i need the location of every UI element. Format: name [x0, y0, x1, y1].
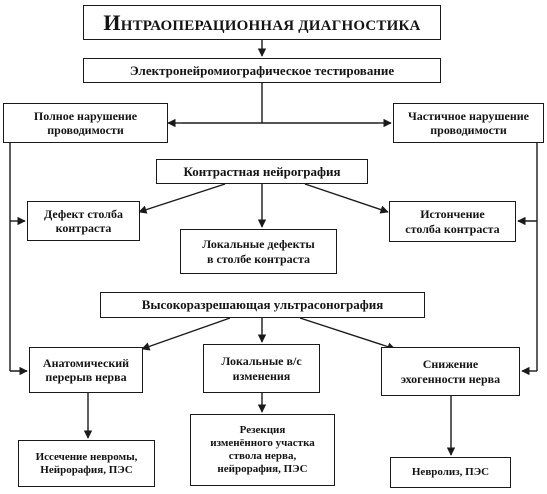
arrow-us-to-echogenicity: [299, 317, 396, 351]
local-changes-box: Локальные в/с изменения: [203, 344, 320, 393]
column-defect-box: Дефект столба контраста: [27, 201, 140, 241]
arrow-cn-to-column-defect: [138, 183, 226, 214]
reduced-echogenicity-box: Снижение эхогенности нерва: [381, 347, 520, 396]
neuroma-excision-box: Иссечение невромы, Нейрорафия, ПЭС: [18, 440, 155, 487]
full-disruption-box: Полное нарушение проводимости: [3, 103, 168, 143]
title-text: НТРАОПЕРАЦИОННАЯ ДИАГНОСТИКА: [120, 17, 421, 34]
neurolysis-box: Невролиз, ПЭС: [390, 457, 511, 488]
partial-disruption-box: Частичное нарушение проводимости: [393, 103, 544, 143]
arrow-us-to-anatomical: [141, 317, 231, 351]
title-box: ИНТРАОПЕРАЦИОННАЯ ДИАГНОСТИКА: [83, 5, 441, 40]
title-initial: И: [103, 9, 121, 35]
arrow-cn-to-thinning: [304, 183, 389, 214]
emng-box: Электронейромиографическое тестирование: [83, 58, 441, 83]
local-defects-box: Локальные дефекты в столбе контраста: [180, 229, 337, 274]
ultrasonography-box: Высокоразрешающая ультрасонография: [100, 292, 425, 318]
column-thinning-box: Истончение столба контраста: [389, 201, 516, 242]
anatomical-break-box: Анатомический перерыв нерва: [29, 347, 143, 393]
segment-resection-box: Резекция изменённого участка ствола нерв…: [190, 414, 335, 486]
contrast-neurography-box: Контрастная нейрография: [156, 159, 368, 184]
